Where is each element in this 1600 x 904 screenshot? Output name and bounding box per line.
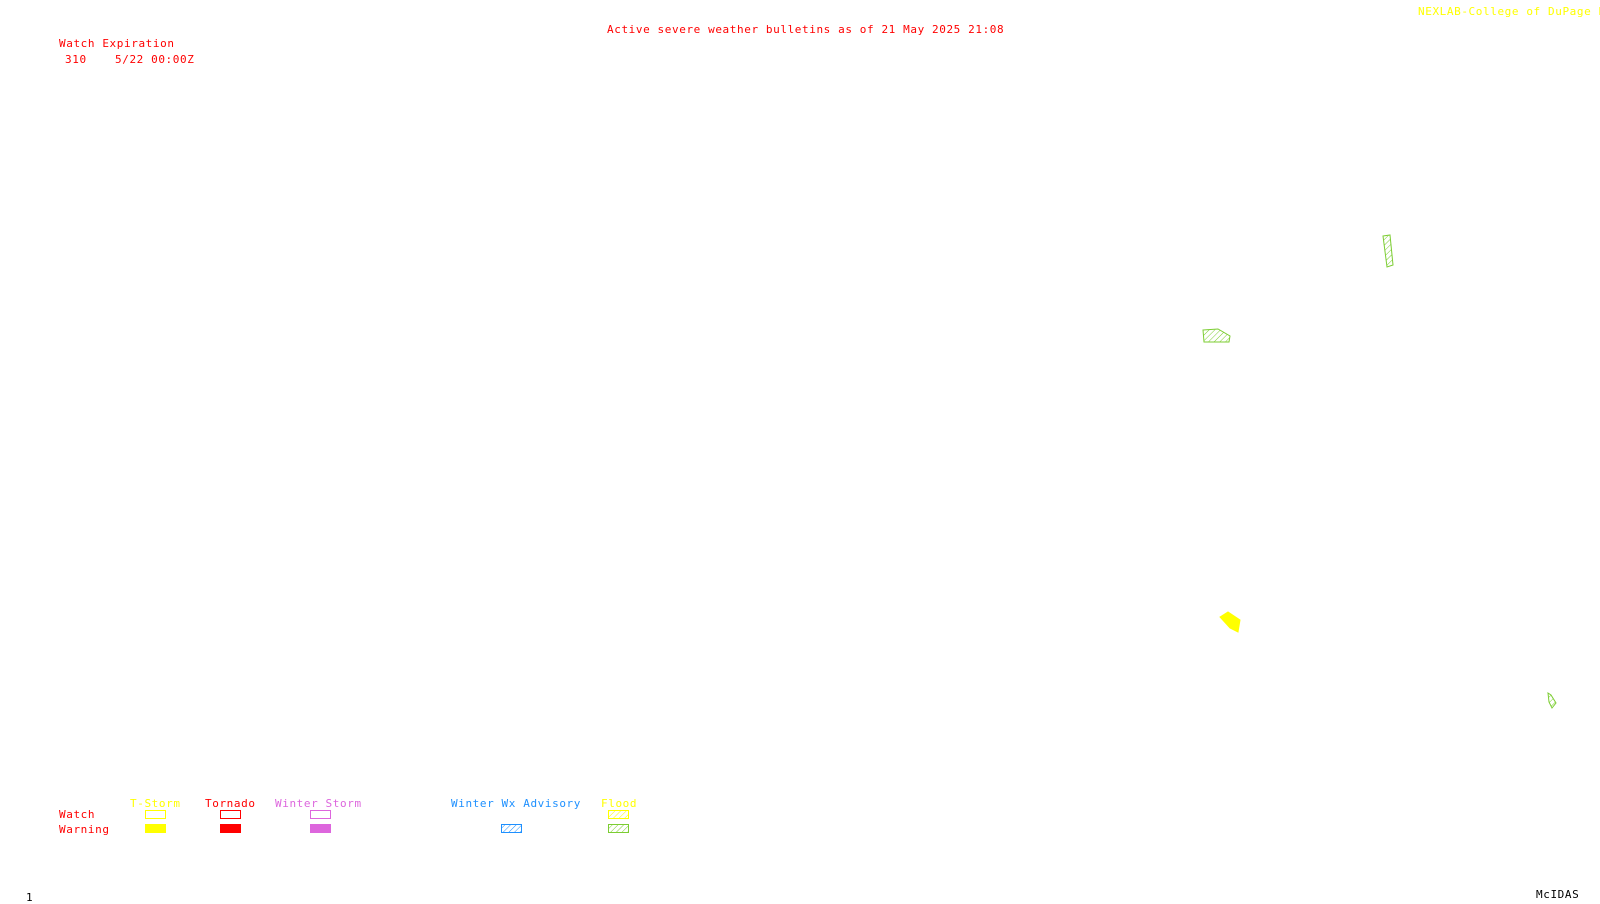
legend-watch-row-label: Watch	[59, 808, 96, 821]
bulletin-title: Active severe weather bulletins as of 21…	[607, 23, 1005, 36]
legend-tstorm-watch-swatch	[145, 810, 166, 819]
legend-tstorm-label: T-Storm	[130, 797, 181, 810]
legend-winter-storm-watch-swatch	[310, 810, 331, 819]
watch-table-heading: Watch Expiration	[59, 37, 175, 50]
legend-flood-label: Flood	[601, 797, 638, 810]
flood-warning-polygon	[1382, 234, 1394, 268]
legend-flood-warning-swatch	[608, 824, 629, 833]
credit-label: NEXLAB-College of DuPage R	[1418, 5, 1600, 18]
legend-tornado-watch-swatch	[220, 810, 241, 819]
legend-swatches	[145, 810, 629, 833]
legend-winter-storm-warning-swatch	[310, 824, 331, 833]
frame-number: 1	[26, 891, 34, 904]
software-label: McIDAS	[1536, 888, 1580, 901]
legend-winter-storm-label: Winter Storm	[275, 797, 362, 810]
flood-warning-polygon	[1547, 691, 1557, 709]
watch-id: 310	[65, 53, 87, 66]
legend-tornado-label: Tornado	[205, 797, 256, 810]
legend-winter-advisory-label: Winter Wx Advisory	[451, 797, 582, 810]
legend-warning-row-label: Warning	[59, 823, 110, 836]
watch-expiration: 5/22 00:00Z	[115, 53, 195, 66]
tstorm-warning-polygon	[1219, 611, 1241, 633]
legend-tornado-warning-swatch	[220, 824, 241, 833]
legend-winter-advisory-swatch	[501, 824, 522, 833]
legend-flood-watch-swatch	[608, 810, 629, 819]
flood-warning-polygon	[1202, 328, 1231, 343]
legend-tstorm-warning-swatch	[145, 824, 166, 833]
